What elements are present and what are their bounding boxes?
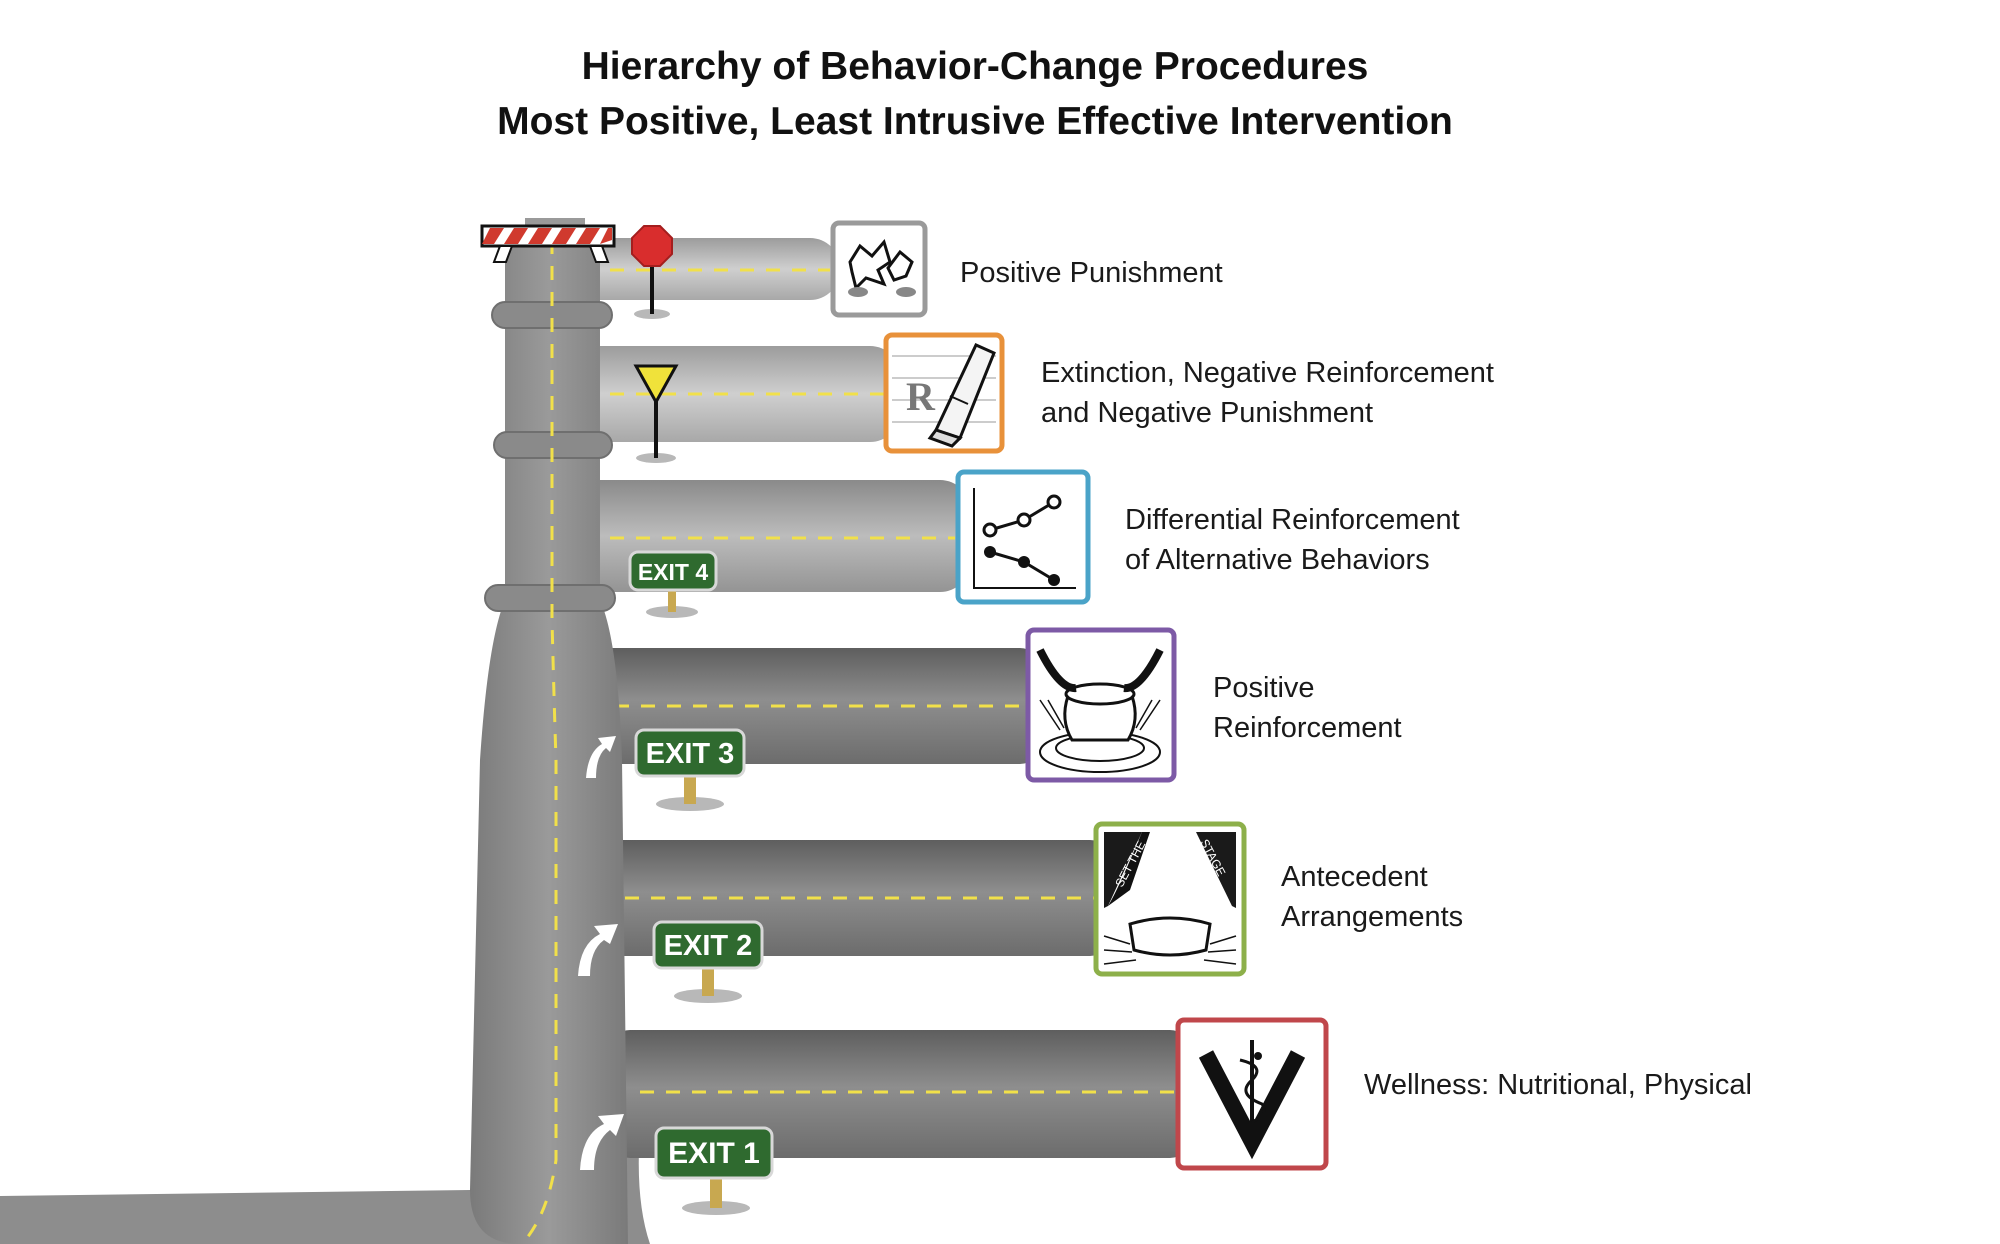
stage-icon: SET THE STAGE xyxy=(1093,821,1247,977)
barricade xyxy=(480,218,616,263)
stop-sign xyxy=(631,225,673,319)
label-extinction-line1: Extinction, Negative Reinforcement xyxy=(1041,357,1494,389)
curve-arrow-icon xyxy=(578,924,618,976)
exit-sign-3-text: EXIT 3 xyxy=(646,738,735,770)
label-positive-reinforcement-line1: Positive xyxy=(1213,672,1315,704)
curve-arrow-icon xyxy=(580,1114,624,1170)
diagram-title-line-1: Hierarchy of Behavior-Change Procedures xyxy=(581,45,1369,88)
exit-sign-3: EXIT 3 xyxy=(586,728,746,811)
pottery-icon xyxy=(1025,627,1177,783)
exit-sign-4: EXIT 4 xyxy=(628,550,718,618)
eraser-icon: R xyxy=(883,332,1005,454)
level-labels: Positive Punishment Extinction, Negative… xyxy=(960,257,1752,1101)
svg-text:R: R xyxy=(906,374,936,419)
exit-sign-4-text: EXIT 4 xyxy=(638,559,709,585)
yield-sign xyxy=(633,364,679,463)
caduceus-icon xyxy=(1175,1017,1329,1171)
label-differential-line2: of Alternative Behaviors xyxy=(1125,544,1430,576)
label-antecedent-line2: Arrangements xyxy=(1281,901,1463,933)
label-positive-reinforcement-line2: Reinforcement xyxy=(1213,712,1402,744)
curve-arrow-icon xyxy=(586,736,616,778)
graph-icon xyxy=(955,469,1091,605)
label-differential-line1: Differential Reinforcement xyxy=(1125,504,1460,536)
exit-sign-2-text: EXIT 2 xyxy=(664,930,753,962)
label-antecedent-line1: Antecedent xyxy=(1281,861,1428,893)
main-road xyxy=(470,228,628,1244)
ramp-level-6 xyxy=(610,1030,1190,1158)
exit-sign-1-text: EXIT 1 xyxy=(668,1137,760,1170)
diagram-title-line-2: Most Positive, Least Intrusive Effective… xyxy=(497,100,1453,143)
label-positive-punishment: Positive Punishment xyxy=(960,257,1223,289)
exit-sign-1: EXIT 1 xyxy=(580,1114,774,1215)
fight-icon xyxy=(830,220,928,318)
label-wellness: Wellness: Nutritional, Physical xyxy=(1364,1069,1752,1101)
exit-sign-2: EXIT 2 xyxy=(578,920,764,1003)
label-extinction-line2: and Negative Punishment xyxy=(1041,397,1373,429)
